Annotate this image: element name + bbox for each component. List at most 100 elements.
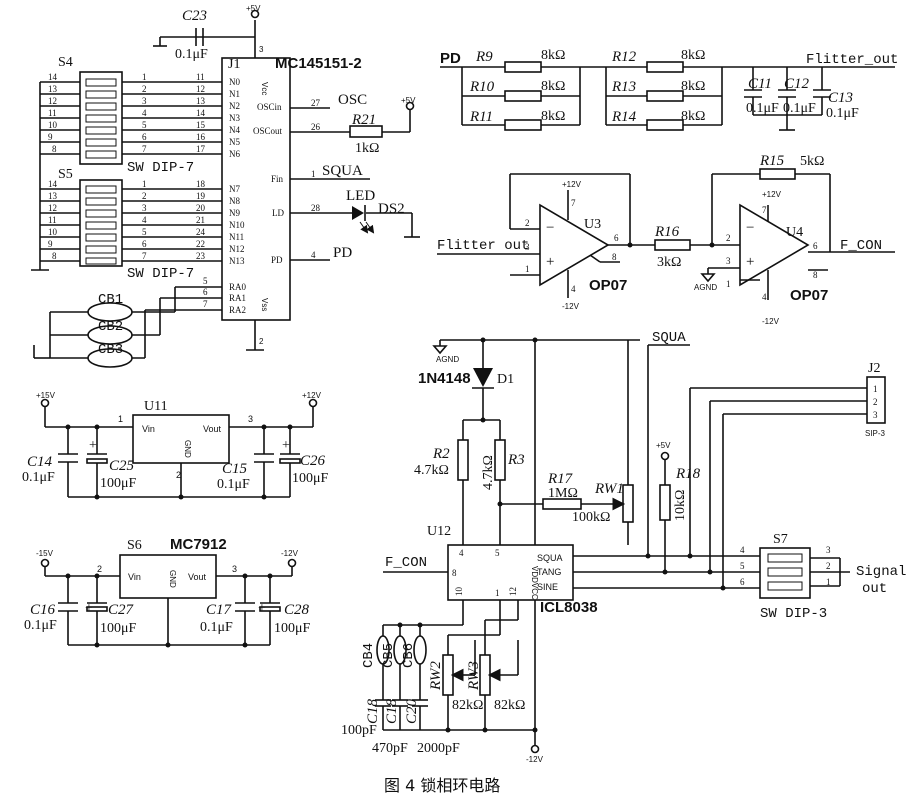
p15v-terminal-icon <box>40 398 50 408</box>
icl-pin-4: 4 <box>459 548 464 558</box>
ds2-label: DS2 <box>378 201 405 217</box>
cb1-label: CB1 <box>98 292 123 308</box>
u3-pin-2: 2 <box>525 218 530 228</box>
u3-pin-4: 4 <box>571 284 576 294</box>
rw2-label: RW2 <box>428 661 444 691</box>
signal-out-label-2: out <box>862 581 887 597</box>
s4-pin-left-1: 13 <box>48 84 58 94</box>
rw3-value: 82kΩ <box>494 698 525 713</box>
s4-label: S4 <box>58 55 73 70</box>
u12-icl8038-chip <box>447 544 574 601</box>
s5-pin-left-5: 9 <box>48 239 53 249</box>
r10-resistor <box>504 90 542 102</box>
s5-pin-right-2: 3 <box>142 203 147 213</box>
c25-plus: + <box>89 438 97 453</box>
icl8038-label: ICL8038 <box>540 599 598 616</box>
r18-value: 10kΩ <box>673 490 688 521</box>
n12-label: N12 <box>229 244 245 254</box>
r3-value: 4.7kΩ <box>481 455 496 490</box>
u3-pin-1: 1 <box>525 264 530 274</box>
d1-diode-icon <box>472 368 494 389</box>
cb2-label: CB2 <box>98 319 123 335</box>
oscin-label: OSCin <box>257 102 282 112</box>
c20-label: C20 <box>404 698 420 724</box>
mc7912-label: MC7912 <box>170 536 227 553</box>
ra2-label: RA2 <box>229 305 246 315</box>
c27-plus: + <box>85 601 93 616</box>
icl-agnd-label: AGND <box>436 355 459 364</box>
ra1-label: RA1 <box>229 293 246 303</box>
s4-pin-left-6: 8 <box>52 144 57 154</box>
c14-label: C14 <box>27 454 53 470</box>
u4-pin-4: 4 <box>762 292 767 302</box>
j1-pin-n5: 16 <box>196 132 206 142</box>
u11-in-supply: +15V <box>36 391 56 400</box>
r17-value: 1MΩ <box>548 486 578 501</box>
r12-value: 8kΩ <box>681 48 705 63</box>
u11-vin: Vin <box>142 424 155 434</box>
icl-pin-5: 5 <box>495 548 500 558</box>
r3-label: R3 <box>507 452 525 468</box>
out-sine-label: SINE <box>537 582 558 592</box>
s5-pin-left-3: 11 <box>48 215 57 225</box>
fin-label: Fin <box>271 174 284 184</box>
u4-label: U4 <box>786 225 803 240</box>
s5-pin-left-2: 12 <box>48 203 57 213</box>
c26-plate <box>279 458 301 464</box>
r10-label: R10 <box>469 79 495 95</box>
rw1-value: 100kΩ <box>572 510 610 525</box>
s6-pin2: 2 <box>97 564 102 574</box>
r18-p5v-terminal-icon <box>660 451 670 461</box>
c18-a-value: 100pF <box>341 723 377 738</box>
j1-pin-n7: 18 <box>196 179 206 189</box>
c14-value: 0.1μF <box>22 470 55 485</box>
cb5-jumper <box>393 635 407 665</box>
r16-value: 3kΩ <box>657 255 681 270</box>
s5-type-label: SW DIP-7 <box>127 266 194 282</box>
s4-pin-left-5: 9 <box>48 132 53 142</box>
agnd-symbol-icon <box>700 273 716 283</box>
c17-label: C17 <box>206 602 233 618</box>
n8-label: N8 <box>229 196 240 206</box>
j2-pin-2: 2 <box>873 397 878 407</box>
s5-pin-left-6: 8 <box>52 251 57 261</box>
r16-resistor <box>654 239 691 251</box>
u4-pin-3: 3 <box>726 256 731 266</box>
u3-plus: + <box>546 254 554 270</box>
icl-f-con-label: F_CON <box>385 555 427 571</box>
s6-gnd: GND <box>168 570 177 588</box>
r18-label: R18 <box>675 466 701 482</box>
r11-resistor <box>504 119 542 131</box>
rw1-potentiometer <box>622 484 634 523</box>
icl-squa-net-label: SQUA <box>652 330 686 346</box>
r17-resistor <box>542 498 582 510</box>
pin26-label: 26 <box>311 122 321 132</box>
oscout-label: OSCout <box>253 126 283 136</box>
c25-value: 100μF <box>100 476 137 491</box>
n6-label: N6 <box>229 149 240 159</box>
s5-pin-left-1: 13 <box>48 191 58 201</box>
s5-pin-right-4: 5 <box>142 227 147 237</box>
s7-pin-3: 3 <box>826 545 831 555</box>
n7-label: N7 <box>229 184 240 194</box>
pin27-label: 27 <box>311 98 321 108</box>
c25-plate <box>86 458 108 464</box>
loop-filter-section: PD R9 R10 R11 R12 R13 R14 8 <box>440 48 898 131</box>
s7-label: S7 <box>773 532 788 547</box>
s5-pin-right-1: 2 <box>142 191 147 201</box>
j1-pin-n6: 17 <box>196 144 206 154</box>
mc145151-section: +5V C23 0.1μF J1 MC145151-2 Vcc Vss 3 2 … <box>31 4 420 368</box>
u4-pin-2: 2 <box>726 233 731 243</box>
c16-label: C16 <box>30 602 56 618</box>
u4-pin-6: 6 <box>813 241 818 251</box>
s5-pin-left-0: 14 <box>48 179 58 189</box>
r14-value: 8kΩ <box>681 109 705 124</box>
r21-value: 1kΩ <box>355 141 379 156</box>
cb4-label: CB4 <box>361 643 377 668</box>
led-icon <box>352 205 375 234</box>
n0-label: N0 <box>229 77 240 87</box>
s4-pin-left-4: 10 <box>48 120 58 130</box>
u11-pin1: 1 <box>118 414 123 424</box>
r14-label: R14 <box>611 109 637 125</box>
